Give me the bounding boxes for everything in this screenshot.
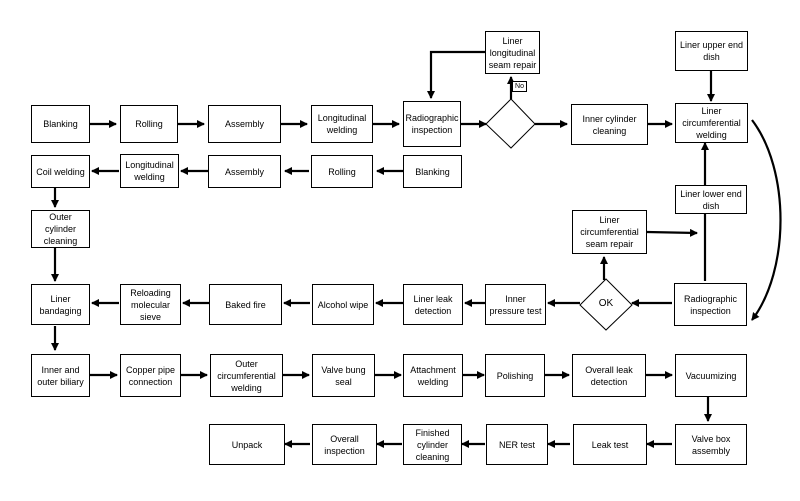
node-polishing: Polishing xyxy=(485,354,545,397)
node-label: Valve bung seal xyxy=(321,364,366,387)
node-label: Coil welding xyxy=(36,166,85,177)
node-label: Blanking xyxy=(43,119,78,129)
node-label: Polishing xyxy=(496,370,534,381)
node-label: Radiographic inspection xyxy=(683,293,738,316)
node-outer-cylinder-cleaning: Outer cylinder cleaning xyxy=(31,210,90,248)
node-label: Liner lower end dish xyxy=(680,188,742,211)
node-label: Alcohol wipe xyxy=(317,299,369,310)
node-liner-bandaging: Liner bandaging xyxy=(31,284,90,325)
node-label: Assembly xyxy=(224,119,264,129)
node-finished-cylinder-cleaning: Finished cylinder cleaning xyxy=(403,424,462,465)
node-label: Inner pressure test xyxy=(489,293,542,316)
node-longitudinal-welding-1: Longitudinal welding xyxy=(311,105,373,143)
node-label: Rolling xyxy=(328,166,356,177)
node-liner-upper-end-dish: Liner upper end dish xyxy=(675,31,748,71)
node-label: Longitudinal welding xyxy=(125,160,174,182)
node-inner-cylinder-cleaning: Inner cylinder cleaning xyxy=(571,104,648,145)
node-overall-leak-detection: Overall leak detection xyxy=(572,354,646,397)
node-assembly-1: Assembly xyxy=(208,105,281,143)
node-label: Baked fire xyxy=(225,299,266,310)
node-label: Vacuumizing xyxy=(685,370,737,381)
node-label: Inner and outer biliary xyxy=(37,364,84,387)
node-unpack: Unpack xyxy=(209,424,285,465)
node-outer-circumferential-welding: Outer circumferential welding xyxy=(210,354,283,397)
node-liner-circumferential-welding: Liner circumferential welding xyxy=(675,103,748,143)
node-leak-test: Leak test xyxy=(573,424,647,465)
node-label: Finished cylinder cleaning xyxy=(415,427,450,462)
node-label: Attachment welding xyxy=(410,364,456,387)
node-label: Reloading molecular sieve xyxy=(130,287,171,322)
node-label: Outer cylinder cleaning xyxy=(43,212,78,246)
node-rolling-1: Rolling xyxy=(120,105,178,143)
node-radiographic-inspection-2: Radiographic inspection xyxy=(674,283,747,326)
node-label: Outer circumferential welding xyxy=(217,358,276,393)
node-blanking-1: Blanking xyxy=(31,105,90,143)
node-label: Rolling xyxy=(135,119,163,129)
node-baked-fire: Baked fire xyxy=(209,284,282,325)
node-assembly-2: Assembly xyxy=(208,155,281,188)
node-valve-bung-seal: Valve bung seal xyxy=(312,354,375,397)
node-label: Radiographic inspection xyxy=(405,113,459,135)
node-label: NER test xyxy=(498,439,535,450)
node-label: Inner cylinder cleaning xyxy=(582,113,637,136)
decision-ok-label: OK xyxy=(598,298,614,309)
node-radiographic-inspection-1: Radiographic inspection xyxy=(403,101,461,147)
node-label: Liner leak detection xyxy=(413,293,453,316)
node-liner-lower-end-dish: Liner lower end dish xyxy=(675,185,747,214)
node-label: Blanking xyxy=(415,166,450,177)
node-label: Liner longitudinal seam repair xyxy=(488,35,537,70)
node-copper-pipe-connection: Copper pipe connection xyxy=(120,354,181,397)
node-label: Assembly xyxy=(224,166,264,177)
node-label: Overall leak detection xyxy=(585,364,633,387)
arrow-circ-seam-repair-to-upper xyxy=(646,228,698,237)
node-liner-longitudinal-seam-repair: Liner longitudinal seam repair xyxy=(485,31,540,74)
arrow-seam-repair-to-radiographic xyxy=(427,50,485,99)
node-label: Valve box assembly xyxy=(691,433,731,456)
node-label: Copper pipe connection xyxy=(125,364,176,387)
node-coil-welding: Coil welding xyxy=(31,155,90,188)
node-rolling-2: Rolling xyxy=(311,155,373,188)
node-label: Unpack xyxy=(231,439,263,450)
node-vacuumizing: Vacuumizing xyxy=(675,354,747,397)
node-attachment-welding: Attachment welding xyxy=(403,354,463,397)
node-alcohol-wipe: Alcohol wipe xyxy=(312,284,374,325)
node-liner-leak-detection: Liner leak detection xyxy=(403,284,463,325)
node-valve-box-assembly: Valve box assembly xyxy=(675,424,747,465)
node-label: Longitudinal welding xyxy=(317,113,367,135)
decision-diamond-2 xyxy=(579,278,633,331)
node-label: Liner circumferential welding xyxy=(682,106,741,140)
node-ner-test: NER test xyxy=(486,424,548,465)
node-longitudinal-welding-2: Longitudinal welding xyxy=(120,154,179,188)
node-label: Liner circumferential seam repair xyxy=(580,215,639,249)
node-label: Liner upper end dish xyxy=(679,40,744,62)
node-blanking-2: Blanking xyxy=(403,155,462,188)
node-label: Overall inspection xyxy=(324,433,365,456)
node-inner-pressure-test: Inner pressure test xyxy=(485,284,546,325)
node-label: Liner bandaging xyxy=(39,293,82,316)
no-branch-label: No xyxy=(512,81,527,92)
node-inner-outer-biliary: Inner and outer biliary xyxy=(31,354,90,397)
node-liner-circumferential-seam-repair: Liner circumferential seam repair xyxy=(572,210,647,254)
node-label: Leak test xyxy=(591,439,629,450)
node-reloading-molecular-sieve: Reloading molecular sieve xyxy=(120,284,181,325)
node-overall-inspection: Overall inspection xyxy=(312,424,377,465)
arrow-circumferential-welding-to-radiographic2 xyxy=(751,119,782,321)
decision-diamond-1 xyxy=(485,98,536,149)
